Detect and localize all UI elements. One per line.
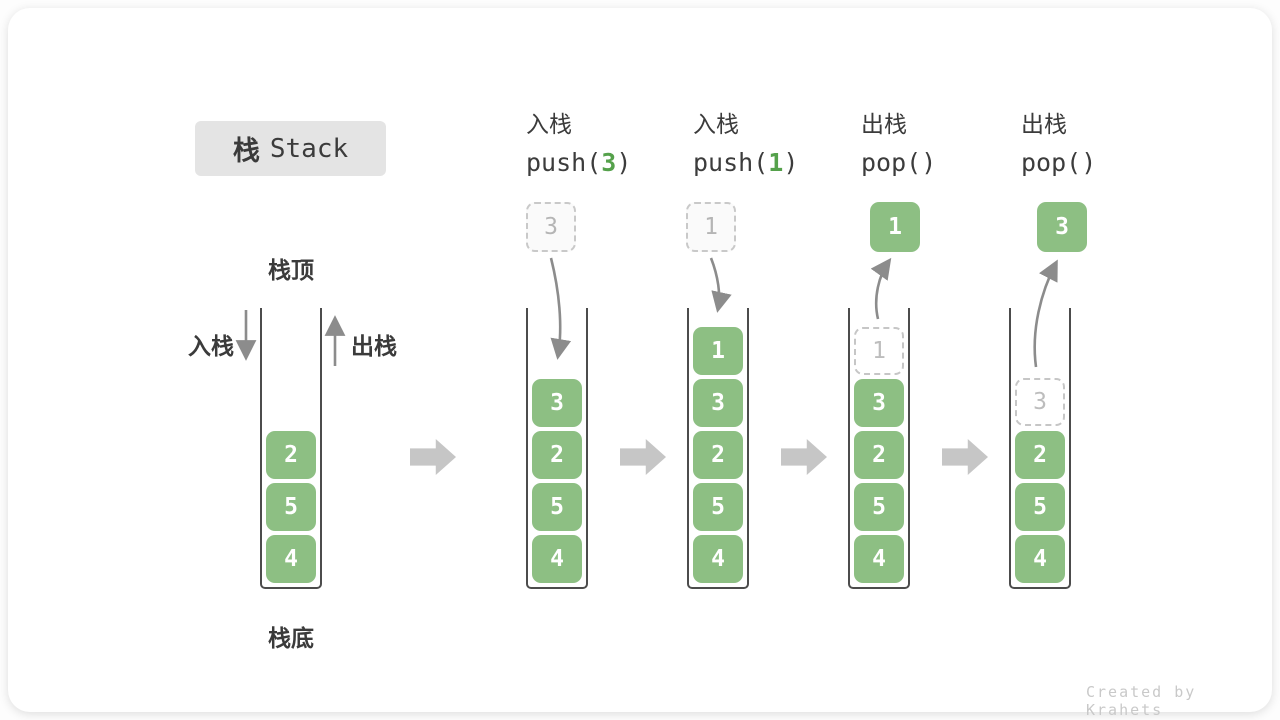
op-code-arg: 3	[601, 148, 617, 177]
stack-cell-ghost: 3	[1015, 378, 1065, 426]
stack-bottom-label: 栈底	[268, 625, 314, 651]
stack-cell: 2	[532, 431, 582, 479]
step-arrow-icon	[620, 439, 666, 475]
incoming-value-box: 3	[526, 202, 576, 252]
incoming-value-box: 1	[686, 202, 736, 252]
stack-top-label: 栈顶	[268, 257, 314, 283]
stack-cell: 5	[693, 483, 743, 531]
step-header-pop-1: 出栈 pop()	[861, 109, 936, 178]
stack-cell: 5	[532, 483, 582, 531]
stack-cell: 4	[854, 535, 904, 583]
stack-cell-ghost: 1	[854, 327, 904, 375]
stack-cell: 2	[693, 431, 743, 479]
op-label: 入栈	[693, 111, 739, 137]
step-arrow-icon	[781, 439, 827, 475]
stack-cell: 2	[266, 431, 316, 479]
stack-cell: 4	[266, 535, 316, 583]
op-code: push(3)	[526, 148, 632, 177]
op-label: 出栈	[1021, 111, 1067, 137]
title-badge: 栈 Stack	[195, 121, 386, 176]
stack-cell: 1	[693, 327, 743, 375]
popped-value-box: 1	[870, 202, 920, 252]
stack-cell: 2	[1015, 431, 1065, 479]
step-header-push-1: 入栈 push(1)	[693, 109, 798, 178]
popped-value-box: 3	[1037, 202, 1087, 252]
stack-cell: 4	[532, 535, 582, 583]
op-code: push(1)	[693, 148, 799, 177]
push-1-arrow-icon	[709, 257, 732, 313]
step-arrow-icon	[410, 439, 456, 475]
stack-cell: 3	[693, 379, 743, 427]
op-code-arg: 1	[768, 148, 784, 177]
stack-cell: 3	[854, 379, 904, 427]
op-label: 入栈	[526, 111, 572, 137]
title-zh: 栈	[232, 136, 260, 166]
op-label: 出栈	[861, 111, 907, 137]
watermark: Created by Krahets	[1086, 683, 1197, 719]
stack-cell: 4	[1015, 535, 1065, 583]
stack-cell: 2	[854, 431, 904, 479]
op-code: pop()	[1021, 148, 1097, 177]
push-side-label: 入栈	[188, 333, 234, 359]
stack-cell: 5	[266, 483, 316, 531]
step-header-push-3: 入栈 push(3)	[526, 109, 631, 178]
stack-cell: 5	[1015, 483, 1065, 531]
pop-side-label: 出栈	[351, 333, 397, 359]
stack-cell: 3	[532, 379, 582, 427]
step-header-pop-3: 出栈 pop()	[1021, 109, 1096, 178]
op-code: pop()	[861, 148, 937, 177]
diagram-card: 栈 Stack 栈顶 栈底 入栈 出栈 入栈 push(3) 入栈 push(1…	[8, 8, 1272, 719]
title-en: Stack	[269, 133, 349, 164]
stack-cell: 5	[854, 483, 904, 531]
step-arrow-icon	[942, 439, 988, 475]
stack-cell: 4	[693, 535, 743, 583]
